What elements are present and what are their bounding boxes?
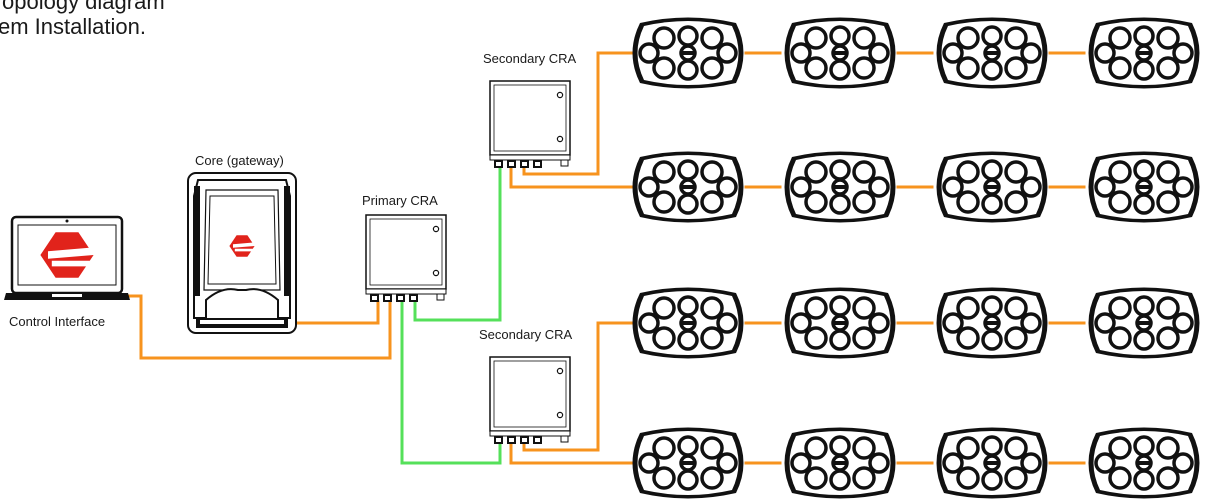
light-fixture-icon xyxy=(630,285,746,361)
intro-text-line-2: em Installation. xyxy=(0,14,146,39)
laptop-icon xyxy=(4,215,130,300)
cable-sec-top-row1 xyxy=(522,51,634,176)
light-fixture-icon xyxy=(1086,425,1202,501)
light-fixture-icon xyxy=(630,15,746,91)
fixture-grid xyxy=(630,15,1202,501)
light-fixture-icon xyxy=(934,149,1050,225)
cable-sec-bottom-row4 xyxy=(509,442,634,465)
cable-primary-to-secondary-top xyxy=(413,166,502,322)
cable-sec-bottom-row3 xyxy=(522,321,634,452)
secondary-cra-bottom-label: Secondary CRA xyxy=(479,327,573,342)
light-fixture-icon xyxy=(782,285,898,361)
cable-core-to-primary xyxy=(290,300,380,325)
secondary-cra-top-label: Secondary CRA xyxy=(483,51,577,66)
cable-sec-top-row2 xyxy=(509,166,634,189)
light-fixture-icon xyxy=(1086,285,1202,361)
light-fixture-icon xyxy=(934,425,1050,501)
light-fixture-icon xyxy=(782,149,898,225)
primary-cra-label: Primary CRA xyxy=(362,193,438,208)
cable-primary-to-secondary-bottom xyxy=(400,300,502,465)
control-interface-label: Control Interface xyxy=(9,314,106,329)
light-fixture-icon xyxy=(1086,149,1202,225)
light-fixture-icon xyxy=(934,15,1050,91)
cable-interface-to-primary xyxy=(125,294,392,360)
light-fixture-icon xyxy=(1086,15,1202,91)
light-fixture-icon xyxy=(934,285,1050,361)
light-fixture-icon xyxy=(782,425,898,501)
intro-text-line-1: opology diagram xyxy=(2,0,165,14)
gateway-enclosure-icon xyxy=(187,172,297,334)
primary-cra-box xyxy=(365,214,447,303)
secondary-cra-top-box xyxy=(489,80,571,169)
light-fixture-icon xyxy=(630,149,746,225)
light-fixture-icon xyxy=(630,425,746,501)
secondary-cra-bottom-box xyxy=(489,356,571,445)
light-fixture-icon xyxy=(782,15,898,91)
core-label: Core (gateway) xyxy=(195,153,284,168)
